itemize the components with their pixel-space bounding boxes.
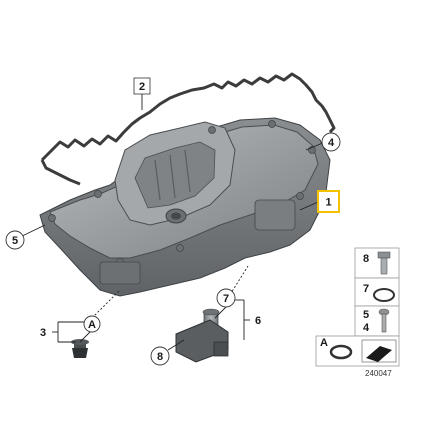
svg-text:8: 8 xyxy=(157,351,163,363)
torque-tool-icon xyxy=(361,339,397,363)
screw-icon xyxy=(378,308,390,333)
legend-item-8: 8 xyxy=(363,253,369,265)
parts-legend: 8 7 5 4 A 240047 xyxy=(315,247,400,378)
diagram-number: 240047 xyxy=(365,369,392,378)
svg-text:7: 7 xyxy=(223,293,229,305)
svg-text:5: 5 xyxy=(12,235,18,247)
svg-text:2: 2 xyxy=(139,81,145,93)
callout-7: 7 xyxy=(216,288,236,308)
legend-item-5: 5 xyxy=(363,309,369,321)
callout-8: 8 xyxy=(150,346,170,366)
oil-level-sensor xyxy=(175,308,229,363)
seal-ring-icon xyxy=(329,344,353,360)
svg-text:1: 1 xyxy=(325,197,331,209)
callout-5: 5 xyxy=(5,230,25,250)
callout-A: A xyxy=(83,315,101,333)
oil-pan xyxy=(39,117,331,297)
callout-1-highlighted: 1 xyxy=(317,190,340,213)
bolt-icon xyxy=(377,251,391,275)
legend-item-7: 7 xyxy=(363,283,369,295)
callout-6: 6 xyxy=(255,315,261,327)
svg-text:3: 3 xyxy=(40,327,46,339)
callout-3: 3 xyxy=(36,325,50,339)
callout-4: 4 xyxy=(321,132,341,152)
callout-2: 2 xyxy=(133,77,151,95)
svg-text:6: 6 xyxy=(255,315,261,327)
gasket-seal xyxy=(40,72,336,186)
svg-text:A: A xyxy=(88,319,96,331)
svg-text:4: 4 xyxy=(328,137,335,149)
legend-item-4: 4 xyxy=(363,322,370,334)
legend-item-A: A xyxy=(320,337,328,349)
o-ring-icon xyxy=(373,288,395,302)
